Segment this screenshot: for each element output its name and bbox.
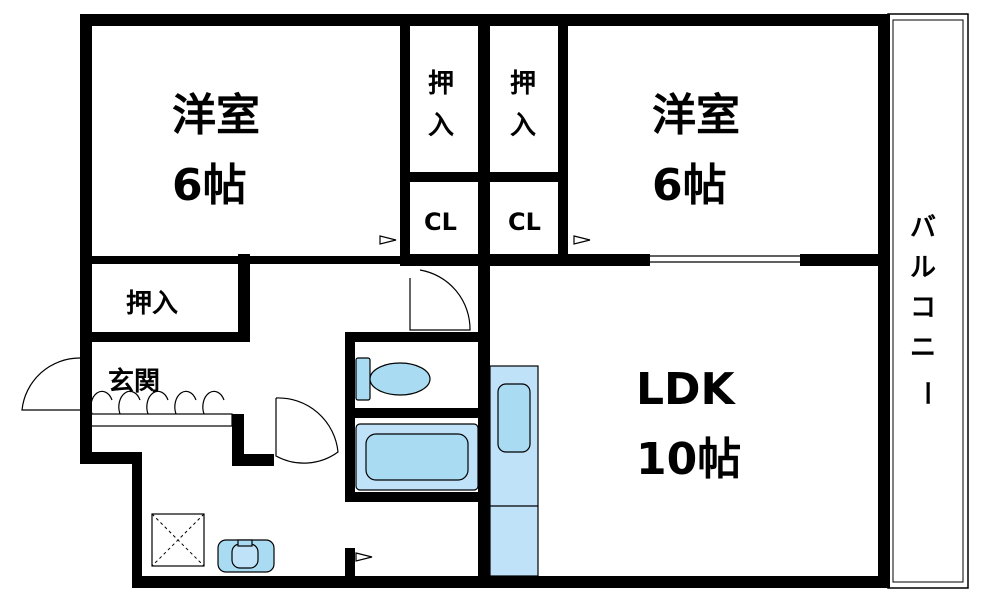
- closet-left-line2: 入: [428, 111, 454, 141]
- balcony-label-char-1: バ: [910, 213, 936, 243]
- room-label-western-right-size: 6帖: [652, 160, 727, 211]
- bathtub-fixture: [355, 423, 479, 491]
- balcony-label-char-5: ー: [911, 380, 941, 406]
- room-label-western-right-name: 洋室: [652, 90, 740, 141]
- toilet-fixture: [355, 357, 431, 401]
- windows: [83, 30, 887, 495]
- balcony-label-char-4: ニ: [910, 333, 936, 363]
- room-label-ldk-size: 10帖: [636, 434, 741, 485]
- shoe-cabinet: [87, 390, 233, 427]
- room-label-ldk-name: LDK: [636, 364, 737, 415]
- room-label-western-left-size: 6帖: [172, 160, 247, 211]
- cl-right-label: CL: [508, 208, 541, 236]
- balcony-label-char-2: ル: [910, 253, 936, 283]
- closet-right-line1: 押: [510, 69, 536, 99]
- doors: [21, 235, 591, 562]
- closet-left-line1: 押: [428, 69, 454, 99]
- washbasin-fixture: [217, 539, 275, 573]
- interior-walls: [80, 14, 890, 588]
- room-label-western-left-name: 洋室: [172, 90, 260, 141]
- hall-closet-label: 押入: [126, 289, 178, 319]
- cl-left-label: CL: [424, 208, 457, 236]
- kitchen-counter: [489, 365, 539, 577]
- closet-right-line2: 入: [510, 111, 536, 141]
- entrance-label: 玄関: [108, 366, 160, 397]
- washing-machine-pan: [151, 513, 205, 567]
- balcony-label-char-3: コ: [910, 293, 936, 323]
